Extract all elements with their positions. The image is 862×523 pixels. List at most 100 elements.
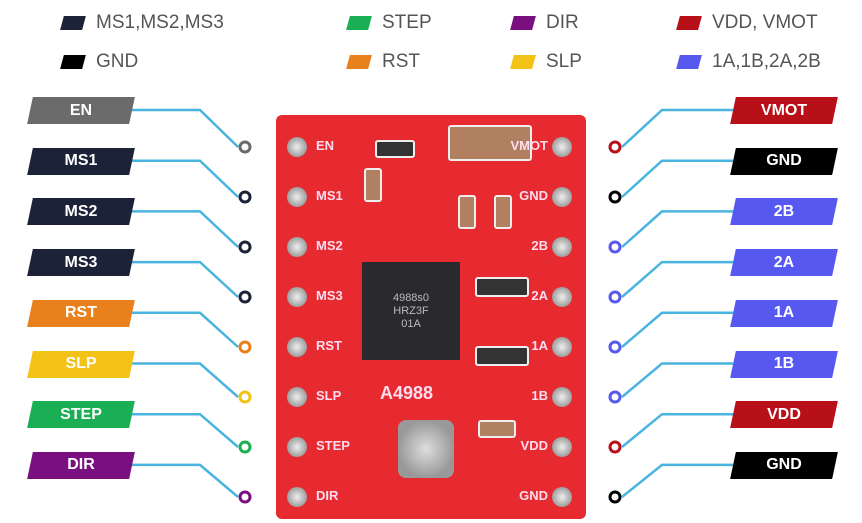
legend-label: STEP	[382, 12, 432, 33]
wire	[132, 108, 239, 148]
legend-item: RST	[346, 51, 420, 73]
pin-label-text: MS3	[64, 253, 98, 271]
pin-label-right: 2A	[730, 249, 838, 277]
wire	[621, 260, 733, 298]
pin-dot	[608, 340, 622, 354]
legend-label: SLP	[546, 51, 582, 72]
resistor	[475, 346, 529, 366]
wire	[132, 159, 239, 198]
silkscreen-label: STEP	[316, 438, 350, 453]
silkscreen-label: MS3	[316, 288, 343, 303]
legend-label: DIR	[546, 12, 579, 33]
silkscreen-label: GND	[519, 188, 548, 203]
chip-text: 4988s0	[392, 291, 430, 304]
pin-dot	[238, 490, 252, 504]
silkscreen-label: EN	[316, 138, 335, 153]
silkscreen-label: MS1	[316, 188, 343, 203]
pin-label-text: SLP	[65, 355, 97, 372]
pin-label-left: MS2	[27, 198, 135, 226]
wire	[132, 362, 239, 398]
legend-label: RST	[382, 51, 420, 72]
pin-label-left: SLP	[27, 350, 135, 378]
pin-label-right: 1A	[730, 299, 838, 327]
pin-label-right: VMOT	[730, 97, 838, 124]
silkscreen-label: RST	[316, 338, 342, 353]
board-model-label: A4988	[380, 383, 434, 403]
pin-label-text: 1A	[773, 304, 795, 322]
wire	[621, 159, 733, 198]
legend-item: VDD, VMOT	[676, 12, 818, 34]
wire	[132, 463, 239, 498]
pin-dot	[238, 340, 252, 354]
wire	[132, 311, 239, 348]
pin-label-left: MS3	[27, 249, 135, 277]
pin-label-left: STEP	[27, 401, 135, 429]
legend-item: MS1,MS2,MS3	[60, 12, 224, 34]
pin-dot	[238, 440, 252, 454]
pin-label-text: VMOT	[760, 101, 808, 119]
legend-item: GND	[60, 51, 139, 73]
pin-dot	[608, 290, 622, 304]
pin-dot	[238, 140, 252, 154]
legend-label: MS1,MS2,MS3	[96, 12, 224, 33]
pin-label-right: 1B	[730, 350, 838, 378]
pin-label-text: RST	[65, 304, 97, 322]
resistor	[475, 277, 529, 297]
silkscreen-label: 1A	[531, 338, 548, 353]
header-pin	[552, 387, 572, 407]
pin-dot	[238, 390, 252, 404]
wire	[621, 463, 733, 498]
a4988-chip: 4988s0 HRZ3F 01A	[362, 262, 460, 360]
silkscreen-label: MS2	[316, 238, 343, 253]
wire	[621, 311, 733, 348]
header-pin	[287, 237, 307, 257]
chip-text: HRZ3F	[393, 304, 429, 317]
header-pin	[287, 287, 307, 307]
pin-label-right: 2B	[730, 198, 838, 226]
silkscreen-label: 1B	[531, 388, 548, 403]
pin-label-left: EN	[27, 97, 135, 124]
pin-label-text: MS1	[64, 152, 98, 170]
legend-item: STEP	[346, 12, 432, 34]
pin-label-text: GND	[766, 152, 802, 170]
legend-label: VDD, VMOT	[712, 12, 818, 33]
resistor	[375, 140, 415, 158]
pin-dot	[608, 390, 622, 404]
pin-label-left: MS1	[27, 147, 135, 175]
header-pin	[552, 137, 572, 157]
silkscreen-label: VDD	[520, 438, 548, 453]
silkscreen-label: GND	[519, 488, 548, 503]
silkscreen-label: 2B	[531, 238, 548, 253]
header-pin	[552, 337, 572, 357]
header-pin	[287, 437, 307, 457]
pin-dot	[608, 190, 622, 204]
potentiometer[interactable]	[398, 420, 454, 478]
pin-dot	[238, 240, 252, 254]
pin-label-right: VDD	[730, 401, 838, 429]
header-pin	[287, 337, 307, 357]
wire	[132, 412, 239, 448]
pin-label-text: 2A	[773, 253, 795, 271]
wire	[621, 362, 733, 398]
wire	[621, 412, 733, 448]
silkscreen-label: 2A	[531, 288, 548, 303]
header-pin	[287, 387, 307, 407]
silkscreen-label: DIR	[316, 488, 339, 503]
pin-label-text: VDD	[767, 405, 801, 423]
wire	[132, 210, 239, 248]
pin-label-text: GND	[766, 456, 802, 474]
pin-label-text: MS2	[64, 202, 98, 220]
legend-item: 1A,1B,2A,2B	[676, 51, 821, 73]
legend-label: GND	[96, 51, 139, 72]
wire	[621, 108, 733, 148]
header-pin	[552, 487, 572, 507]
legend-item: SLP	[510, 51, 582, 73]
pin-label-left: RST	[27, 299, 135, 327]
header-pin	[552, 187, 572, 207]
silkscreen-label: VMOT	[510, 138, 548, 153]
capacitor	[364, 168, 382, 202]
pin-dot	[608, 440, 622, 454]
wire	[621, 210, 733, 248]
